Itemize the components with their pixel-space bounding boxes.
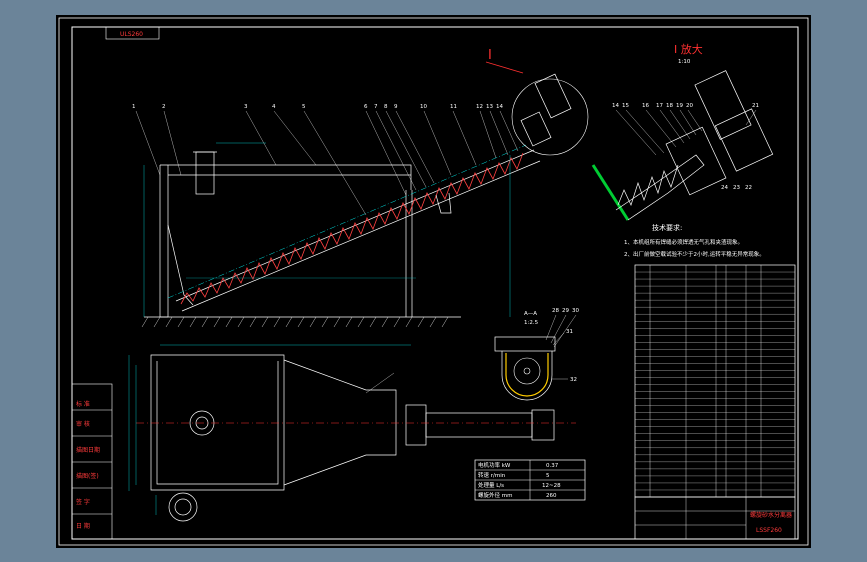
spec-value-3: 12~28 <box>542 483 561 489</box>
left-title-column: 标 准 审 核 描图日期 描图(签) 签 字 日 期 <box>71 383 113 540</box>
detail-callout-22: 22 <box>745 185 752 191</box>
detail-label-main: I <box>488 48 492 63</box>
detail-view: I 放大 1:10 14 15 <box>591 42 774 221</box>
title-block: 螺旋砂水分离器 LSSF260 <box>634 496 796 540</box>
technical-requirements: 技术要求: 1、本机组所有焊缝必须焊透无气孔和夹渣现象。 2、出厂前做空载试验不… <box>624 223 765 258</box>
callout-3: 3 <box>244 104 248 110</box>
left-title-3: 描图日期 <box>76 446 100 454</box>
callout-8: 8 <box>384 104 388 110</box>
spec-value-1: 0.37 <box>546 463 559 469</box>
detail-callout-19: 19 <box>676 103 683 109</box>
detail-callout-15: 15 <box>622 103 629 109</box>
detail-callout-20: 20 <box>686 103 693 109</box>
left-title-2: 审 核 <box>76 420 90 428</box>
detail-title: I 放大 <box>674 42 703 56</box>
callout-11: 11 <box>450 104 457 110</box>
section-title: A—A <box>524 311 537 317</box>
spec-value-2: 5 <box>546 473 550 479</box>
drawing-sheet: ULS260 标 准 审 核 描图日期 描图(签) 签 字 日 期 <box>56 15 811 548</box>
detail-callout-24: 24 <box>721 185 728 191</box>
left-title-1: 标 准 <box>76 400 90 408</box>
main-callouts: 1 2 3 4 5 6 7 8 9 10 11 12 13 14 I <box>132 48 503 110</box>
sheet-border-outer <box>58 17 809 546</box>
callout-12: 12 <box>476 104 483 110</box>
callout-6: 6 <box>364 104 368 110</box>
callout-5: 5 <box>302 104 306 110</box>
plan-view <box>128 354 576 522</box>
spec-table: 电机功率 kW 0.37 转速 r/min 5 处理量 L/s 12~28 螺旋… <box>474 459 586 501</box>
detail-scale: 1:10 <box>678 59 691 65</box>
detail-callout-17: 17 <box>656 103 663 109</box>
spec-label-3: 处理量 L/s <box>478 481 504 489</box>
spec-label-4: 螺旋外径 mm <box>478 491 512 499</box>
top-tag-box <box>105 26 160 40</box>
section-callout-31: 31 <box>566 329 573 335</box>
left-title-5: 签 字 <box>76 498 90 506</box>
left-title-6: 日 期 <box>76 522 90 530</box>
elevation-view <box>135 61 589 346</box>
detail-callout-21: 21 <box>752 103 759 109</box>
tech-req-item-2: 2、出厂前做空载试验不少于2小时,运转平稳无异常现象。 <box>624 250 765 258</box>
section-a-a: A—A 1:2.5 28 29 30 31 32 <box>494 308 579 401</box>
callout-7: 7 <box>374 104 378 110</box>
callout-2: 2 <box>162 104 166 110</box>
cad-drawing: ULS260 标 准 审 核 描图日期 描图(签) 签 字 日 期 <box>58 17 809 546</box>
detail-callout-23: 23 <box>733 185 740 191</box>
callout-14: 14 <box>496 104 503 110</box>
title-block-name: 螺旋砂水分离器 <box>750 511 792 519</box>
spec-label-1: 电机功率 kW <box>478 461 511 469</box>
detail-callout-18: 18 <box>666 103 673 109</box>
spec-value-4: 260 <box>546 493 557 499</box>
callout-13: 13 <box>486 104 493 110</box>
sheet-border-inner <box>71 26 799 540</box>
title-block-code: LSSF260 <box>756 527 782 534</box>
left-title-4: 描图(签) <box>76 472 99 480</box>
tech-req-item-1: 1、本机组所有焊缝必须焊透无气孔和夹渣现象。 <box>624 238 743 246</box>
section-callout-30: 30 <box>572 308 579 314</box>
spec-label-2: 转速 r/min <box>478 471 506 479</box>
section-scale: 1:2.5 <box>524 320 539 326</box>
callout-9: 9 <box>394 104 398 110</box>
callout-4: 4 <box>272 104 276 110</box>
detail-callout-16: 16 <box>642 103 649 109</box>
parts-list <box>634 264 796 498</box>
section-callout-28: 28 <box>552 308 559 314</box>
section-callout-32: 32 <box>570 377 577 383</box>
top-tag-text: ULS260 <box>120 31 143 38</box>
tech-req-title: 技术要求: <box>652 223 682 232</box>
detail-callout-14: 14 <box>612 103 619 109</box>
callout-1: 1 <box>132 104 136 110</box>
callout-10: 10 <box>420 104 427 110</box>
section-callout-29: 29 <box>562 308 569 314</box>
